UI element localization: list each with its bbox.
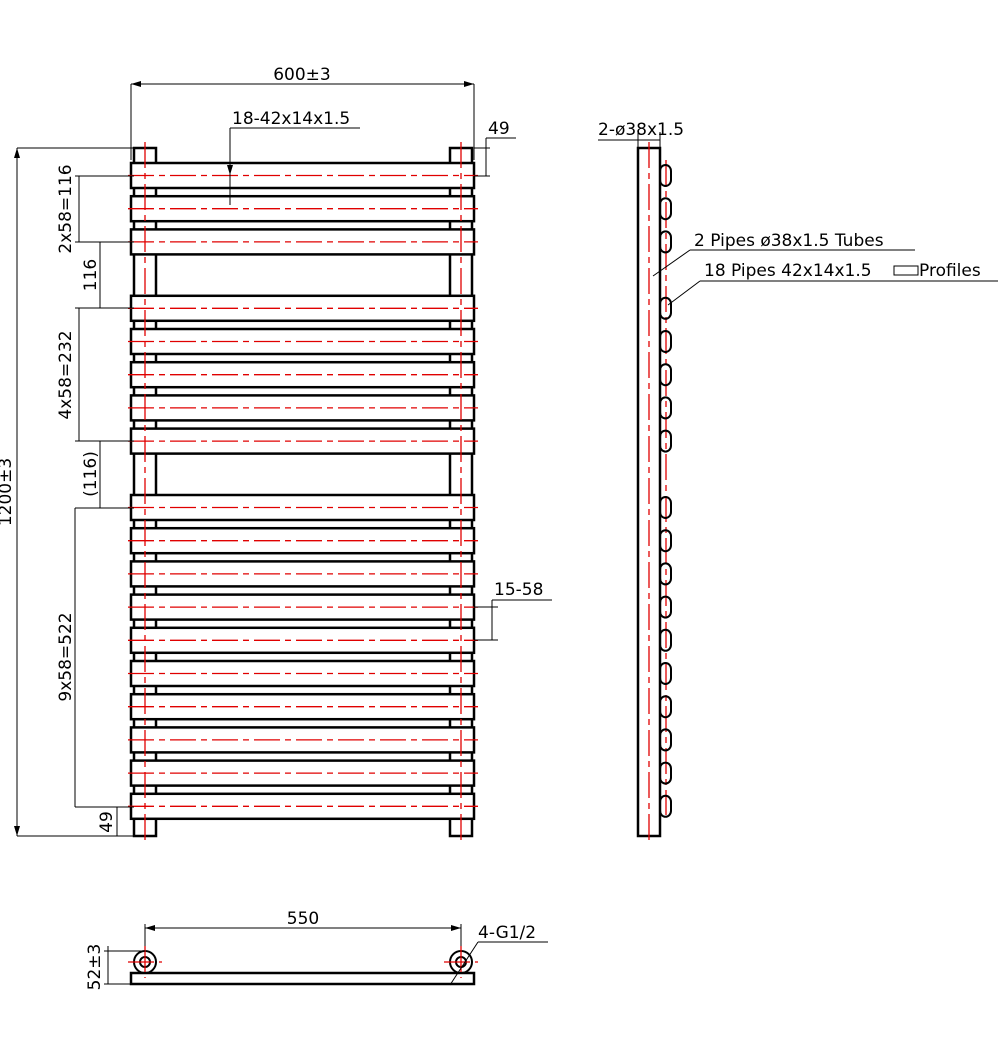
group-dimension: 116 bbox=[81, 242, 134, 309]
width-dimension: 600±3 bbox=[130, 65, 475, 160]
profile-label: 18-42x14x1.5 bbox=[232, 109, 350, 129]
profile-section bbox=[659, 562, 672, 586]
profile-dimension: 18-42x14x1.5 bbox=[227, 109, 360, 205]
profiles-callout-suffix: Profiles bbox=[919, 261, 981, 281]
group-dimension: (116) bbox=[75, 441, 134, 509]
profile-section bbox=[659, 695, 672, 719]
group-dimensions: 2x58=116 116 4x58=232 (116) 9x58=522 49 bbox=[56, 164, 134, 836]
pitch-dimension: 15-58 bbox=[474, 580, 552, 641]
top-offset-label: 49 bbox=[488, 119, 510, 139]
profile-section bbox=[659, 628, 672, 652]
group-label: 9x58=522 bbox=[56, 612, 76, 701]
connection-label: 4-G1/2 bbox=[478, 923, 536, 943]
group-dimension: 4x58=232 bbox=[56, 307, 134, 442]
side-view: 2-ø38x1.5 2 Pipes ø38x1.5 Tubes 18 Pipes… bbox=[598, 120, 998, 842]
rectangular-profile-icon bbox=[893, 265, 919, 276]
profile-sections bbox=[659, 164, 672, 818]
group-label: (116) bbox=[81, 451, 101, 497]
profiles-callout: 18 Pipes 42x14x1.5 bbox=[704, 261, 872, 281]
profile-section bbox=[659, 330, 672, 353]
bottom-offset-dimension: 49 bbox=[97, 807, 118, 836]
profile-section bbox=[659, 794, 672, 818]
profile-section bbox=[659, 595, 672, 619]
group-dimension: 2x58=116 bbox=[56, 164, 134, 254]
profile-section bbox=[659, 296, 672, 320]
tube-dimension-label: 2-ø38x1.5 bbox=[598, 120, 684, 140]
width-label: 600±3 bbox=[273, 65, 331, 85]
horizontal-bars bbox=[129, 161, 476, 821]
bottom-offset-label: 49 bbox=[97, 811, 117, 833]
profile-section bbox=[659, 496, 672, 519]
profile-section bbox=[659, 230, 672, 254]
profile-section bbox=[659, 662, 672, 685]
profile-section bbox=[659, 396, 672, 420]
pipes-callout: 2 Pipes ø38x1.5 Tubes bbox=[694, 231, 884, 251]
centerlines bbox=[128, 174, 478, 807]
group-label: 2x58=116 bbox=[56, 164, 76, 253]
profile-section bbox=[659, 164, 672, 187]
profile-section bbox=[659, 363, 672, 387]
pitch-label: 15-58 bbox=[494, 580, 543, 600]
profile-section bbox=[659, 529, 672, 553]
height-label: 1200±3 bbox=[0, 458, 16, 526]
profile-section bbox=[659, 429, 672, 453]
group-dimension: 9x58=522 bbox=[56, 508, 134, 808]
front-view bbox=[128, 142, 478, 842]
top-offset-dimension: 49 bbox=[474, 119, 516, 177]
height-dimension: 1200±3 bbox=[0, 147, 134, 837]
profile-section bbox=[659, 197, 672, 221]
bottom-profile bbox=[129, 971, 476, 986]
profile-section bbox=[659, 728, 672, 752]
centers-label: 550 bbox=[287, 909, 319, 929]
depth-label: 52±3 bbox=[85, 944, 105, 991]
bottom-view: 550 52±3 4-G1/2 bbox=[85, 909, 548, 990]
group-label: 116 bbox=[81, 259, 101, 291]
profile-section bbox=[659, 761, 672, 785]
group-label: 4x58=232 bbox=[56, 330, 76, 419]
